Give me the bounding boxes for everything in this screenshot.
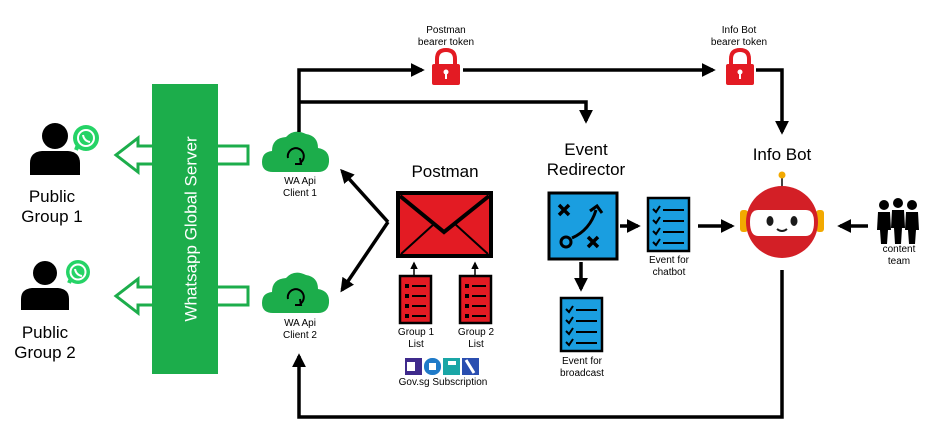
client-2-line2: Client 2 [283,329,317,341]
infobot-token-label: Info Bot bearer token [699,25,779,48]
govsg-subscription-label: Gov.sg Subscription [398,377,488,388]
public-group-1-label: Public Group 1 [18,187,86,226]
event-chatbot-line2: chatbot [652,266,686,278]
group-2-list-line1: Group 2 [457,327,495,338]
client-2-label: WA Api Client 2 [268,318,332,341]
list-icon-group-1 [398,274,433,325]
whatsapp-icon-group-2 [66,260,90,284]
checklist-icon-chatbot [646,196,691,253]
postman-token-label: Postman bearer token [406,25,486,48]
event-broadcast-line2: broadcast [560,367,604,379]
public-group-2-line2: Group 2 [14,342,76,362]
cloud-icon-client-2 [262,272,330,313]
infobot-token-line1: Info Bot [721,25,757,36]
event-redirector-title-line2: Redirector [546,159,626,179]
group-1-list-line1: Group 1 [397,327,435,338]
list-up-arrows [410,261,479,275]
public-group-1-line1: Public [28,187,76,206]
infobot-token-line2: bearer token [710,36,768,48]
group-1-list-label: Group 1 List [389,327,443,350]
event-broadcast-label: Event for broadcast [543,356,621,379]
group-1-list-line2: List [408,338,424,350]
event-broadcast-line1: Event for [561,356,603,367]
group-2-list-label: Group 2 List [449,327,503,350]
group-2-list-line2: List [468,338,484,350]
client-1-line2: Client 1 [283,187,317,199]
content-team-line1: content [882,244,916,255]
team-icon [877,198,919,244]
postman-token-line1: Postman [426,25,466,36]
public-group-1-line2: Group 1 [21,206,83,226]
event-chatbot-line1: Event for [648,255,690,266]
govsg-logo [405,358,479,375]
whatsapp-icon-group-1 [73,125,99,151]
public-group-2-label: Public Group 2 [7,323,83,362]
connector-lines [292,63,868,419]
whatsapp-global-server-bar [152,84,218,374]
list-icon-group-2 [458,274,493,325]
info-bot-title: Info Bot [752,145,812,164]
cloud-icon-client-1 [262,131,330,172]
event-redirector-title: Event Redirector [534,140,638,179]
person-icon-group-1 [30,123,80,175]
whatsapp-global-server-label: Whatsapp Global Server [181,136,200,322]
postman-token-line2: bearer token [417,36,475,48]
lock-icon-postman [432,47,460,85]
client-2-line1: WA Api [284,318,316,329]
client-1-label: WA Api Client 1 [268,176,332,199]
lock-icon-infobot [726,47,754,85]
event-redirector-icon [547,191,619,261]
postman-title: Postman [411,162,479,181]
checklist-icon-broadcast [559,296,604,353]
event-chatbot-label: Event for chatbot [631,255,707,278]
public-group-2-line1: Public [21,323,69,342]
robot-icon [740,171,824,258]
person-icon-group-2 [21,261,69,310]
envelope-icon [396,191,493,258]
client-1-line1: WA Api [284,176,316,187]
event-redirector-title-line1: Event [564,140,608,159]
content-team-label: content team [871,244,927,267]
content-team-line2: team [887,255,911,267]
